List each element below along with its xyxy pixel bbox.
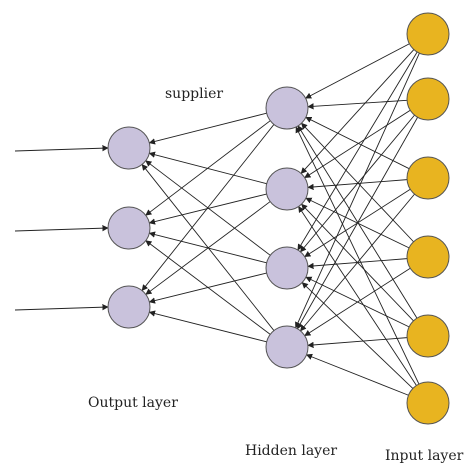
input-node-6 — [406, 381, 450, 425]
edge-hidden-4-output-2 — [145, 240, 271, 335]
output-node-3 — [107, 285, 151, 329]
edge-input-1-hidden-4 — [295, 52, 420, 329]
edge-input-5-hidden-1 — [297, 125, 418, 319]
edge-hidden-3-output-1 — [145, 160, 271, 256]
incoming-arrows — [14, 145, 109, 311]
output-node-2 — [107, 206, 151, 250]
input-node-1 — [406, 12, 450, 56]
input-layer-label: Input layer — [385, 448, 464, 464]
edge-input-5-hidden-4 — [307, 337, 408, 349]
edge-input-6-hidden-4 — [305, 353, 409, 396]
hidden-node-2 — [265, 167, 309, 211]
edge-input-2-hidden-1 — [307, 99, 408, 110]
supplier-label: supplier — [165, 86, 223, 102]
edge-hidden-1-output-2 — [145, 120, 271, 216]
hidden-node-3 — [265, 246, 309, 290]
nodes — [107, 12, 450, 425]
edge-input-2-hidden-2 — [304, 109, 411, 179]
edge-input-6-hidden-1 — [295, 126, 420, 385]
edge-input-5-hidden-2 — [301, 203, 414, 322]
hidden-node-1 — [265, 86, 309, 130]
edge-input-5-hidden-3 — [305, 276, 410, 328]
incoming-arrow-2 — [14, 225, 109, 232]
incoming-arrow-1 — [14, 145, 109, 152]
edge-input-1-hidden-3 — [297, 51, 418, 251]
edge-input-4-hidden-2 — [305, 197, 410, 249]
edge-input-1-hidden-2 — [300, 49, 415, 174]
edge-input-1-hidden-1 — [305, 43, 410, 99]
hidden-node-4 — [265, 325, 309, 369]
input-node-3 — [406, 156, 450, 200]
edge-hidden-4-output-3 — [148, 310, 267, 343]
incoming-arrow-3 — [14, 304, 109, 311]
edge-input-3-hidden-1 — [305, 116, 410, 170]
edge-input-6-hidden-2 — [298, 206, 417, 386]
edge-hidden-1-output-1 — [148, 112, 267, 145]
output-node-1 — [107, 126, 151, 170]
edge-hidden-2-output-1 — [148, 151, 267, 185]
input-node-4 — [406, 235, 450, 279]
edge-input-4-hidden-1 — [301, 122, 414, 243]
input-node-5 — [406, 314, 450, 358]
edge-hidden-4-output-1 — [141, 163, 275, 331]
input-node-2 — [406, 77, 450, 121]
hidden-layer-label: Hidden layer — [245, 443, 337, 459]
output-layer-label: Output layer — [88, 395, 178, 411]
connections — [141, 43, 420, 396]
edge-input-6-hidden-3 — [301, 282, 414, 389]
